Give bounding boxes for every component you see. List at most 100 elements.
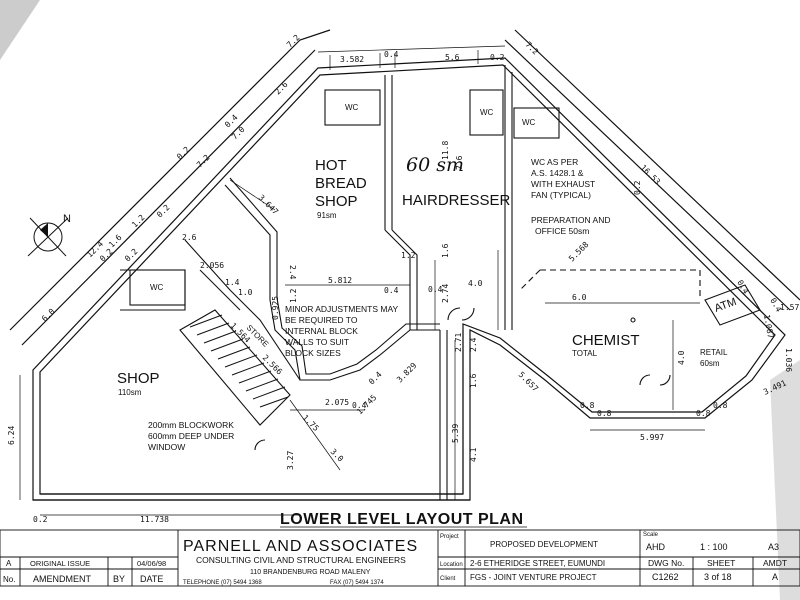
dim: 0.4 [367, 370, 384, 387]
blockwork-3: WINDOW [148, 442, 185, 452]
datum: AHD [646, 542, 666, 552]
col-by: BY [113, 574, 125, 584]
dim: 4.1 [469, 447, 478, 462]
firm-fax: FAX (07) 5494 1374 [330, 580, 384, 586]
scale-value: 1 : 100 [700, 542, 728, 552]
col-amendment: AMENDMENT [33, 574, 92, 584]
dim: 1.2 [289, 288, 298, 303]
minor-adj-3: INTERNAL BLOCK [285, 326, 358, 336]
chemist-total: TOTAL [572, 349, 598, 358]
staircase [189, 314, 289, 408]
hot-bread-line1: HOT [315, 157, 347, 174]
wc-note-1: WC AS PER [531, 157, 578, 167]
dim: 0.8 [597, 409, 612, 418]
dim: 7.6 [455, 155, 464, 170]
dim: 7.2 [195, 153, 212, 170]
dim: 0.8 [580, 401, 595, 410]
project-label: Project [440, 534, 459, 540]
dim: 6.24 [7, 426, 16, 445]
sheet-number: 3 of 18 [704, 572, 732, 582]
wc-label-4: WC [150, 283, 164, 292]
atm-label: ATM [713, 296, 738, 315]
wc-label-2: WC [480, 108, 494, 117]
dim: 3.829 [395, 361, 419, 385]
chemist-retail: RETAIL [700, 348, 728, 357]
dim: 6.0 [572, 293, 587, 302]
project-name: PROPOSED DEVELOPMENT [490, 540, 598, 549]
wc-label-1: WC [345, 103, 359, 112]
dim: 5.997 [640, 433, 664, 442]
dim: 7.2 [285, 33, 302, 50]
dim: 0.4 [735, 279, 750, 296]
chemist-retail-area: 60sm [700, 359, 720, 368]
blockwork-1: 200mm BLOCKWORK [148, 420, 234, 430]
prep-note-1: PREPARATION AND [531, 215, 611, 225]
dim: 1.6 [107, 233, 124, 250]
plan-title: LOWER LEVEL LAYOUT PLAN [280, 511, 524, 528]
hairdresser-label: HAIRDRESSER [402, 192, 511, 209]
firm-name: PARNELL AND ASSOCIATES [183, 538, 418, 555]
wc-note-2: A.S. 1428.1 & [531, 168, 584, 178]
dim: 2.71 [454, 333, 463, 352]
dim: 1.57 [780, 303, 799, 312]
dim: 11.8 [441, 141, 450, 160]
scan-shadow [0, 0, 40, 60]
dwg-label: DWG No. [648, 558, 684, 568]
hot-bread-line3: SHOP [315, 193, 358, 210]
date-a: 04/06/98 [137, 559, 166, 568]
col-date: DATE [140, 574, 163, 584]
sheet-label: SHEET [707, 558, 735, 568]
chemist-label: CHEMIST [572, 332, 640, 349]
dim: 1.6 [469, 373, 478, 388]
dim: 1.75 [301, 413, 321, 433]
scan-shadow [770, 360, 800, 600]
dim: 3.27 [286, 451, 295, 470]
dim: 4.0 [677, 350, 686, 365]
dim: 5.812 [328, 276, 352, 285]
dim: 2.6 [182, 233, 197, 242]
location-label: Location [440, 562, 463, 568]
dim: 7.2 [524, 40, 541, 57]
original-issue: ORIGINAL ISSUE [30, 559, 90, 568]
dim: 0.4 [428, 285, 443, 294]
amendment-letter: A [772, 572, 778, 582]
dim: 2.075 [325, 398, 349, 407]
dim: 1.2 [130, 213, 147, 230]
room-labels: HOT BREAD SHOP 91sm HAIRDRESSER 60 sm SH… [117, 103, 738, 397]
dim: 0.4 [384, 50, 399, 59]
client-label: Client [440, 576, 456, 582]
dim: 0.4 [352, 401, 367, 410]
plan-notes: WC AS PER A.S. 1428.1 & WITH EXHAUST FAN… [148, 157, 611, 452]
dim: 4.0 [468, 279, 483, 288]
title-block-text: A ORIGINAL ISSUE 04/06/98 No. AMENDMENT … [3, 532, 787, 586]
wc-note-3: WITH EXHAUST [531, 179, 595, 189]
hairdresser-handwritten-area: 60 sm [406, 154, 464, 176]
minor-adj-4: WALLS TO SUIT [285, 337, 349, 347]
amdt-label: AMDT [763, 558, 787, 568]
wc-note-4: FAN (TYPICAL) [531, 190, 591, 200]
dim: 2.4 [469, 337, 478, 352]
location-value: 2-6 ETHERIDGE STREET, EUMUNDI [470, 559, 605, 568]
hot-bread-line2: BREAD [315, 175, 367, 192]
minor-adj-5: BLOCK SIZES [285, 348, 341, 358]
north-arrow: N [27, 213, 71, 257]
dim: 1.087 [762, 314, 775, 339]
dim: 5.568 [567, 240, 591, 264]
rev-a: A [6, 559, 12, 568]
dim: 1.6 [441, 243, 450, 258]
dim: 0.8 [713, 401, 728, 410]
minor-adj-1: MINOR ADJUSTMENTS MAY [285, 304, 399, 314]
dim: 3.582 [340, 55, 364, 64]
dim: 0.2 [123, 247, 140, 264]
building-walls [9, 29, 800, 501]
dim: 2.4 [288, 265, 297, 280]
dim: 2.74 [441, 284, 450, 303]
north-label: N [63, 213, 71, 225]
firm-address: 110 BRANDENBURG ROAD MALENY [250, 569, 371, 576]
client-value: FGS - JOINT VENTURE PROJECT [470, 573, 597, 582]
dim: 1.2 [401, 251, 416, 260]
dim: 0.8 [696, 409, 711, 418]
dimension-lines [19, 45, 705, 516]
dim: 1.0 [238, 288, 253, 297]
col-no: No. [3, 575, 15, 584]
